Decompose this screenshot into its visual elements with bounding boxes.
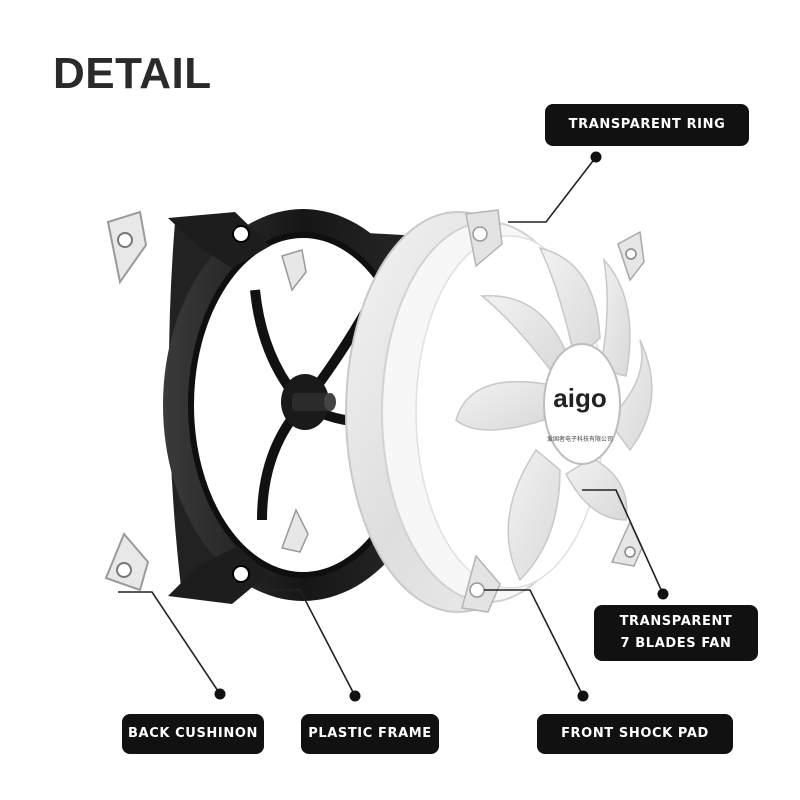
page-title: DETAIL xyxy=(53,49,212,98)
label-blades-fan-line2: 7 BLADES FAN xyxy=(620,636,732,651)
leader-lines xyxy=(118,156,664,697)
leader-dots xyxy=(214,151,669,702)
back-cushion-pad-bottom xyxy=(104,532,150,592)
leader-blades-fan xyxy=(582,489,664,595)
aigo-logo: aigo xyxy=(553,383,606,413)
fan-hub: aigo 爱国者电子科技有限公司 xyxy=(543,343,621,465)
label-plastic-frame: PLASTIC FRAME xyxy=(301,714,439,754)
label-front-shock-pad: FRONT SHOCK PAD xyxy=(537,714,733,754)
leader-back-cushion xyxy=(118,591,221,695)
label-blades-fan-line1: TRANSPARENT xyxy=(619,613,733,629)
label-back-cushion: BACK CUSHINON xyxy=(122,714,264,754)
transparent-blades xyxy=(455,230,653,582)
hub-caption: 爱国者电子科技有限公司 xyxy=(547,435,613,443)
label-transparent-7-blades-fan: TRANSPARENT 7 BLADES FAN xyxy=(594,605,758,661)
label-transparent-ring: TRANSPARENT RING xyxy=(545,104,749,146)
back-cushion-pad-top xyxy=(106,210,148,285)
leader-front-shock-pad xyxy=(484,589,584,697)
leader-plastic-frame xyxy=(260,589,356,697)
leader-transparent-ring xyxy=(508,156,597,223)
